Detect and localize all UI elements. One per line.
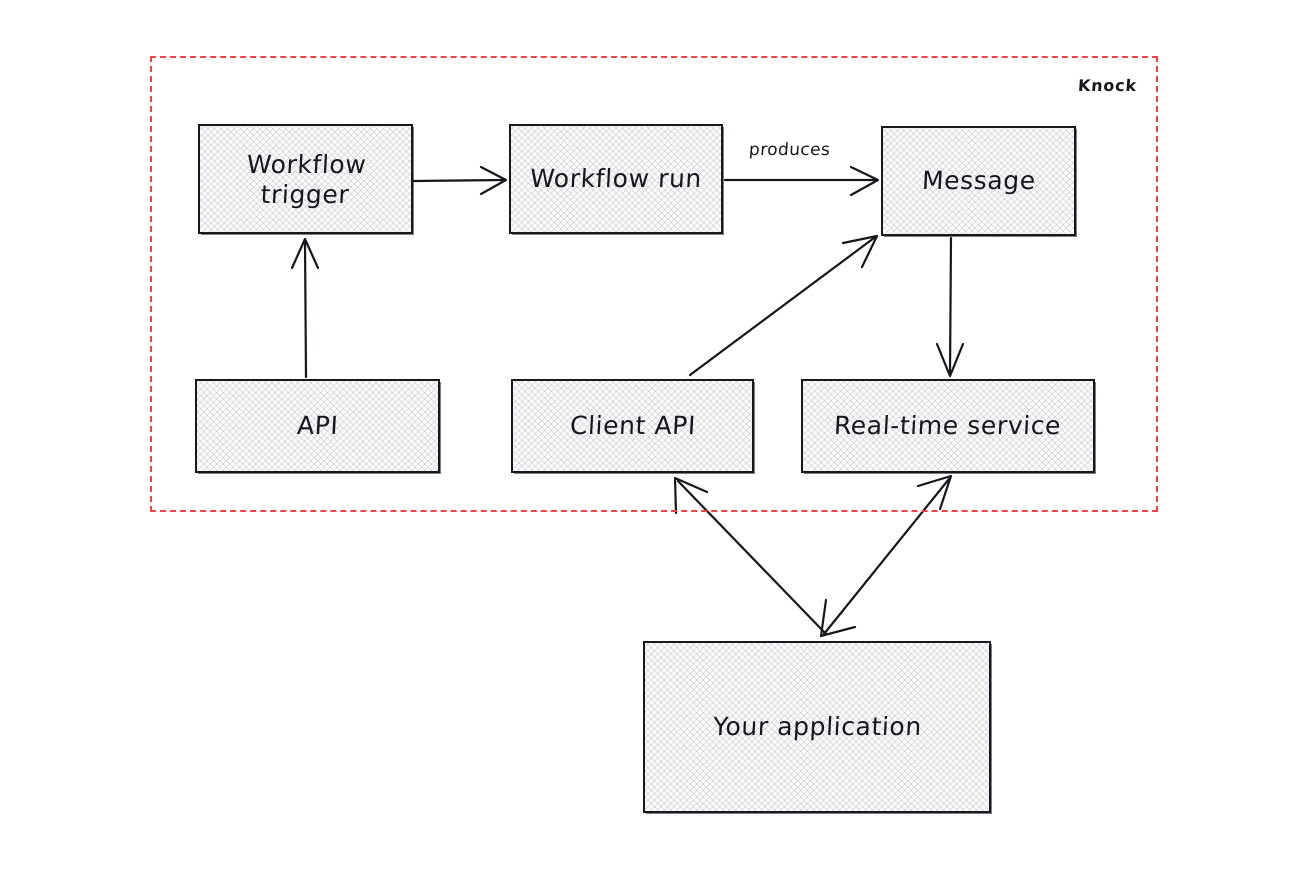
edge-run-to-message xyxy=(723,165,880,197)
node-label-realtime-service: Real-time service xyxy=(833,411,1063,441)
node-api[interactable]: API xyxy=(195,379,440,473)
edge-realtime-to-app xyxy=(819,474,953,638)
node-client-api[interactable]: Client API xyxy=(511,379,754,473)
node-workflow-trigger[interactable]: Workflow trigger xyxy=(198,124,413,234)
edge-message-to-realtime xyxy=(935,236,965,378)
edge-app-to-clientapi xyxy=(673,476,828,636)
edge-api-to-trigger xyxy=(290,237,320,379)
node-message[interactable]: Message xyxy=(881,126,1076,236)
node-workflow-run[interactable]: Workflow run xyxy=(509,124,723,234)
node-label-api: API xyxy=(296,411,339,441)
node-label-client-api: Client API xyxy=(568,411,697,441)
node-label-workflow-trigger: Workflow trigger xyxy=(245,149,367,209)
node-your-application[interactable]: Your application xyxy=(643,641,991,813)
node-label-workflow-run: Workflow run xyxy=(529,164,703,194)
knock-boundary-label: Knock xyxy=(1077,76,1138,95)
edge-clientapi-to-message xyxy=(688,234,879,377)
edge-label-produces: produces xyxy=(748,140,831,160)
node-realtime-service[interactable]: Real-time service xyxy=(801,379,1095,473)
node-label-your-application: Your application xyxy=(711,712,923,742)
edge-trigger-to-run xyxy=(412,165,508,196)
node-label-message: Message xyxy=(920,166,1037,196)
